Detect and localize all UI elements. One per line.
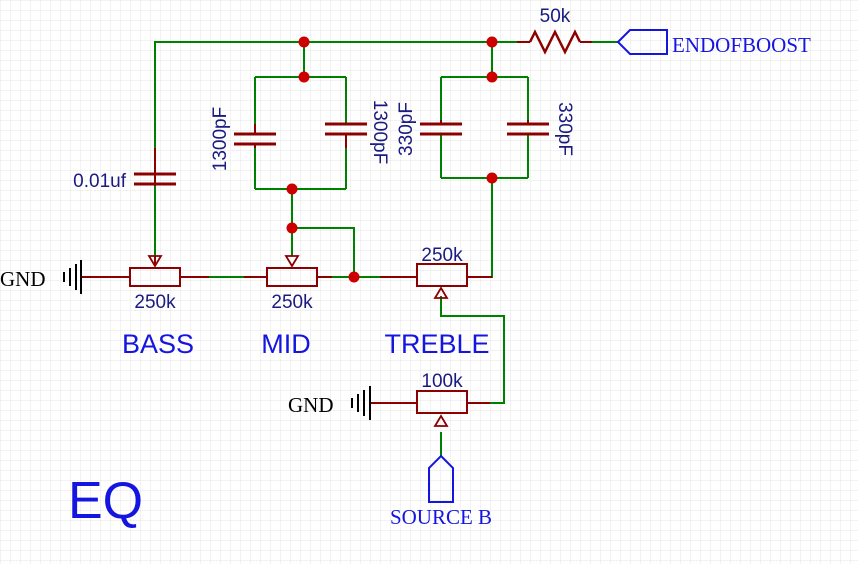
wire-mid-to-treble-node [292,227,355,277]
junction-dot [286,222,298,234]
port-arrow-icon [616,29,668,55]
capacitor-mid-a[interactable] [234,124,276,148]
wiper-arrow-icon [433,286,449,299]
pot-value-label: 100k [421,371,463,392]
pot-body [129,267,181,287]
capacitor-value-label: 0.01uf [73,171,127,192]
pot-value-label: 250k [134,292,176,313]
resistor-zigzag [528,29,582,55]
pot-volume[interactable] [416,390,468,427]
ground-symbol-bottom [351,386,371,420]
capacitor-mid-b[interactable] [325,122,367,148]
net-label-endofboost: ENDOFBOOST [672,33,811,57]
capacitor-treble-a[interactable] [420,120,462,136]
pot-treble[interactable] [416,263,468,299]
capacitor-value-label: 330pF [554,102,575,156]
pot-body [416,390,468,414]
pot-mid[interactable] [266,255,318,287]
capacitor-bass[interactable] [134,148,176,186]
capacitor-treble-b[interactable] [507,120,549,136]
capacitor-value-label: 330pF [396,102,417,156]
capacitor-value-label: 1300pF [369,100,390,164]
wiper-arrow-icon [284,255,300,268]
section-label-bass: BASS [122,329,194,359]
junction-dot [486,71,498,83]
junction-dot [298,71,310,83]
ground-symbol-top [63,260,82,294]
junction-dot [286,183,298,195]
pot-value-label: 250k [421,245,463,266]
capacitor-value-label: 1300pF [210,107,231,171]
junction-dot [348,271,360,283]
capacitors [134,120,549,186]
port-arrow-icon [428,454,454,503]
wiper-arrow-icon [147,255,163,268]
port-source-b[interactable] [428,454,454,503]
junction-dot [298,36,310,48]
resistor-value-label: 50k [540,6,571,27]
gnd-label: GND [288,393,334,417]
pot-body [416,263,468,287]
resistor-50k[interactable] [528,29,582,55]
junctions [286,36,498,283]
junction-dot [486,36,498,48]
net-label-source-b: SOURCE B [390,505,492,529]
wire-treble-wiper-to-volume [440,296,505,404]
labels: 50k ENDOFBOOST 0.01uf 1300pF 1300pF 330p… [0,6,811,530]
junction-dot [486,172,498,184]
schematic-title: EQ [68,472,143,530]
gnd-label: GND [0,267,46,291]
section-label-mid: MID [261,329,311,359]
wiper-arrow-icon [433,414,449,427]
section-label-treble: TREBLE [384,329,489,359]
port-endofboost[interactable] [616,29,668,55]
pot-value-label: 250k [271,292,313,313]
pot-body [266,267,318,287]
pot-bass[interactable] [129,255,181,287]
wire-top-bus [154,41,517,148]
